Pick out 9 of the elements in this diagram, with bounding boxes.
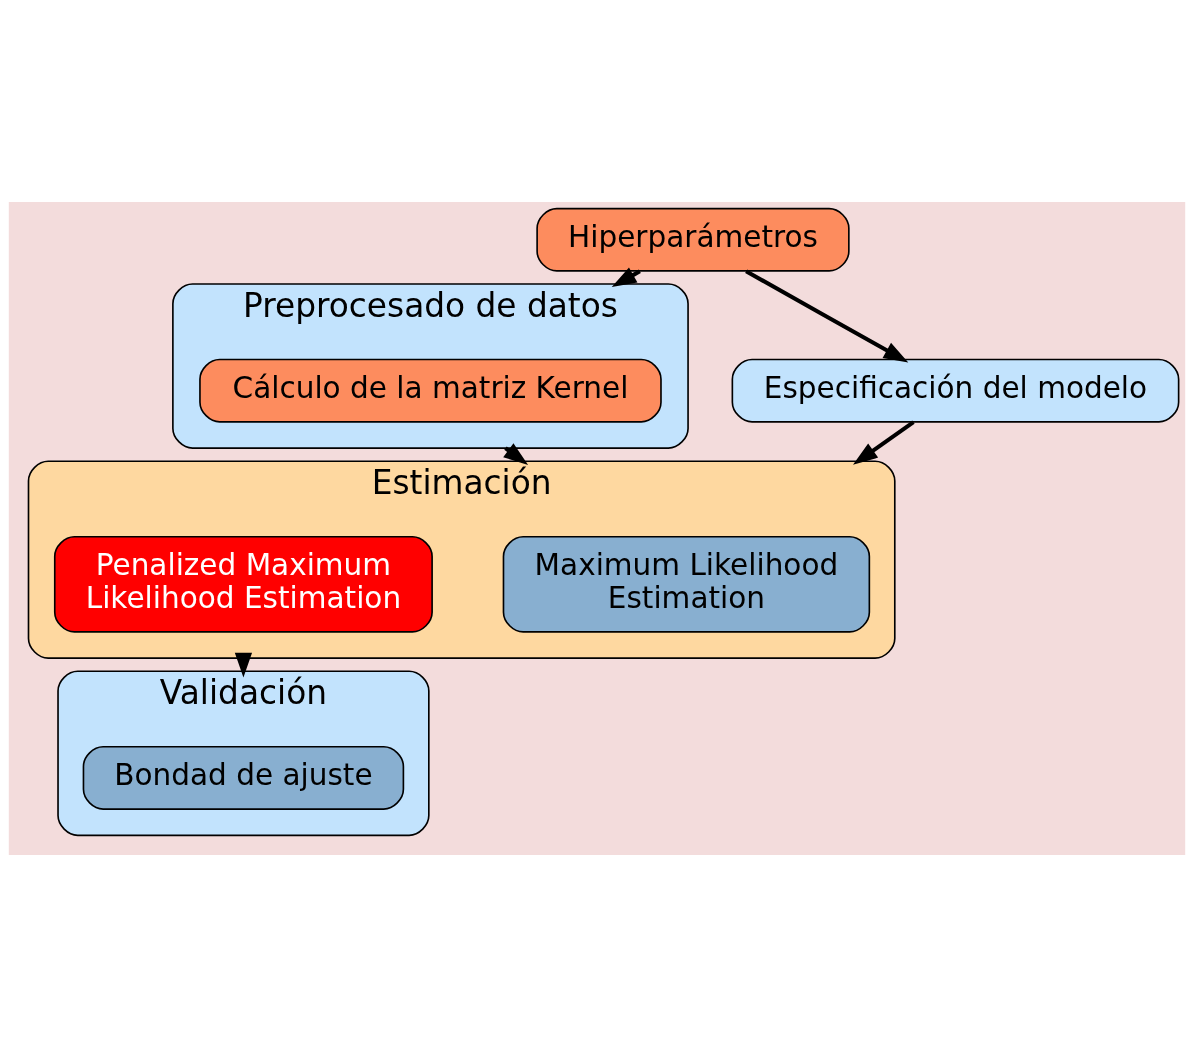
node-box: Hiperparámetros xyxy=(536,207,850,272)
node-box: Especificación del modelo xyxy=(731,358,1180,423)
arrow xyxy=(853,419,915,465)
node-box: Bondad de ajuste xyxy=(82,745,405,810)
node-box: Cálculo de la matriz Kernel xyxy=(199,358,662,423)
node-box: Penalized Maximum Likelihood Estimation xyxy=(53,535,433,633)
arrow xyxy=(745,268,909,362)
arrow xyxy=(234,652,253,677)
node-box: Maximum Likelihood Estimation xyxy=(502,535,871,633)
